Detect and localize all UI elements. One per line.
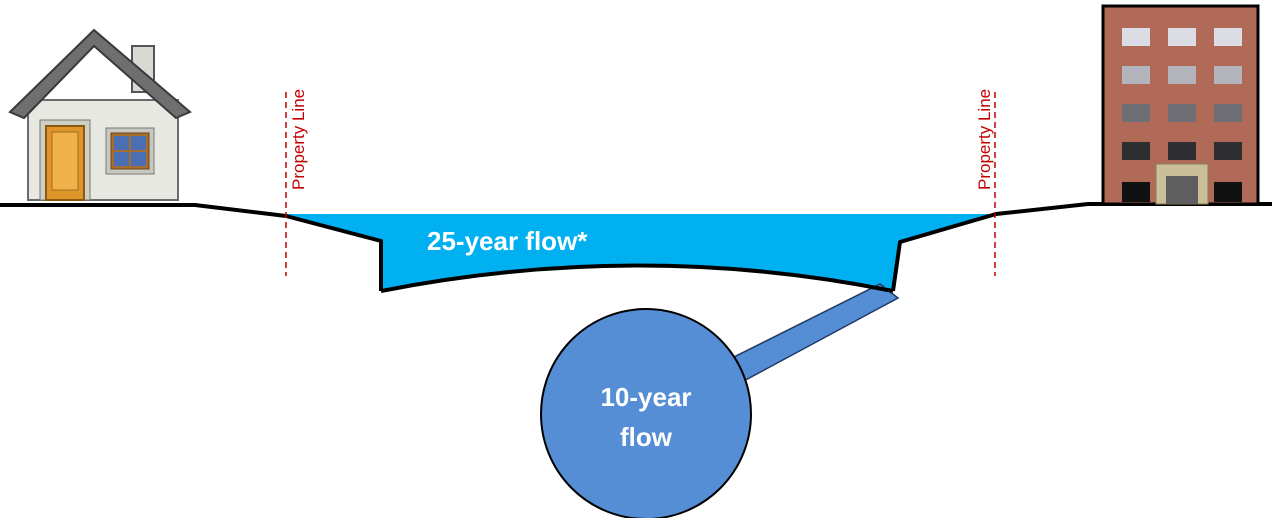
water-25-year-flow — [286, 214, 995, 291]
flow-25-year-label: 25-year flow* — [427, 226, 588, 256]
property-line-left-label: Property Line — [289, 89, 308, 190]
pipe-10-year-flow — [540, 308, 752, 518]
flow-10-year-label-line2: flow — [620, 422, 673, 452]
house-icon — [8, 28, 192, 201]
property-line-right-label: Property Line — [975, 89, 994, 190]
swale-bottom — [380, 263, 894, 293]
pipe-connector — [726, 283, 900, 385]
flow-10-year-label-line1: 10-year — [600, 382, 691, 412]
office-building-icon — [1101, 4, 1260, 206]
